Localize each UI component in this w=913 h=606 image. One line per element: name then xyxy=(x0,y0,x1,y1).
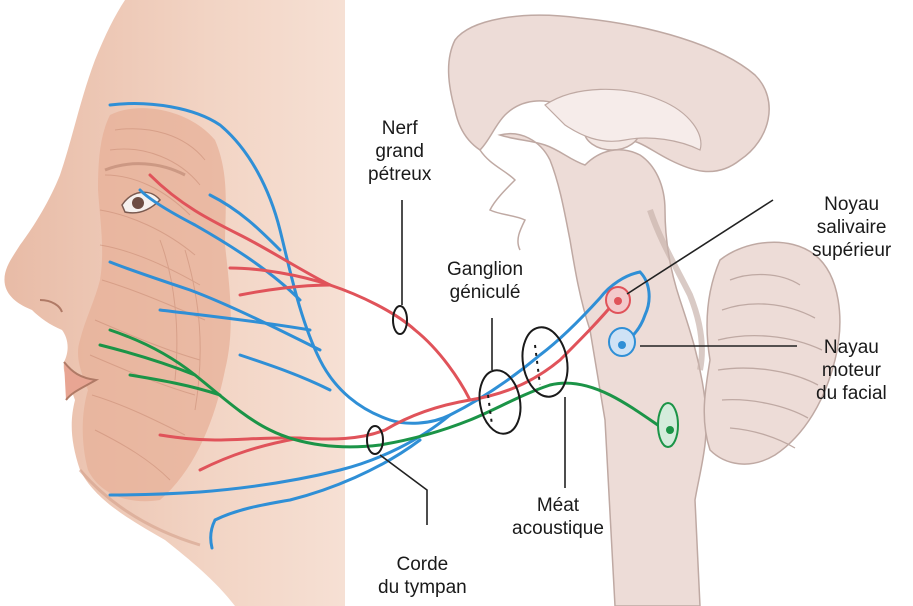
brainstem-section xyxy=(449,15,840,606)
label-corde-du-tympan: Corde du tympan xyxy=(378,553,467,599)
nucleus-salivary xyxy=(606,287,630,313)
label-ganglion-genicule: Ganglion géniculé xyxy=(447,258,523,304)
nucleus-green xyxy=(658,403,678,447)
face-profile xyxy=(4,0,345,606)
hypothalamus-folds xyxy=(480,150,525,250)
label-nerf-grand-petreux: Nerf grand pétreux xyxy=(368,117,431,186)
nerve-cut-rings xyxy=(367,306,573,454)
label-nayau-moteur-du-facial: Nayau moteur du facial xyxy=(816,336,887,405)
label-noyau-salivaire-superieur: Noyau salivaire supérieur xyxy=(812,193,891,262)
iris xyxy=(132,197,144,209)
label-meat-acoustique: Méat acoustique xyxy=(512,494,604,540)
nucleus-motor-facial xyxy=(609,328,635,356)
